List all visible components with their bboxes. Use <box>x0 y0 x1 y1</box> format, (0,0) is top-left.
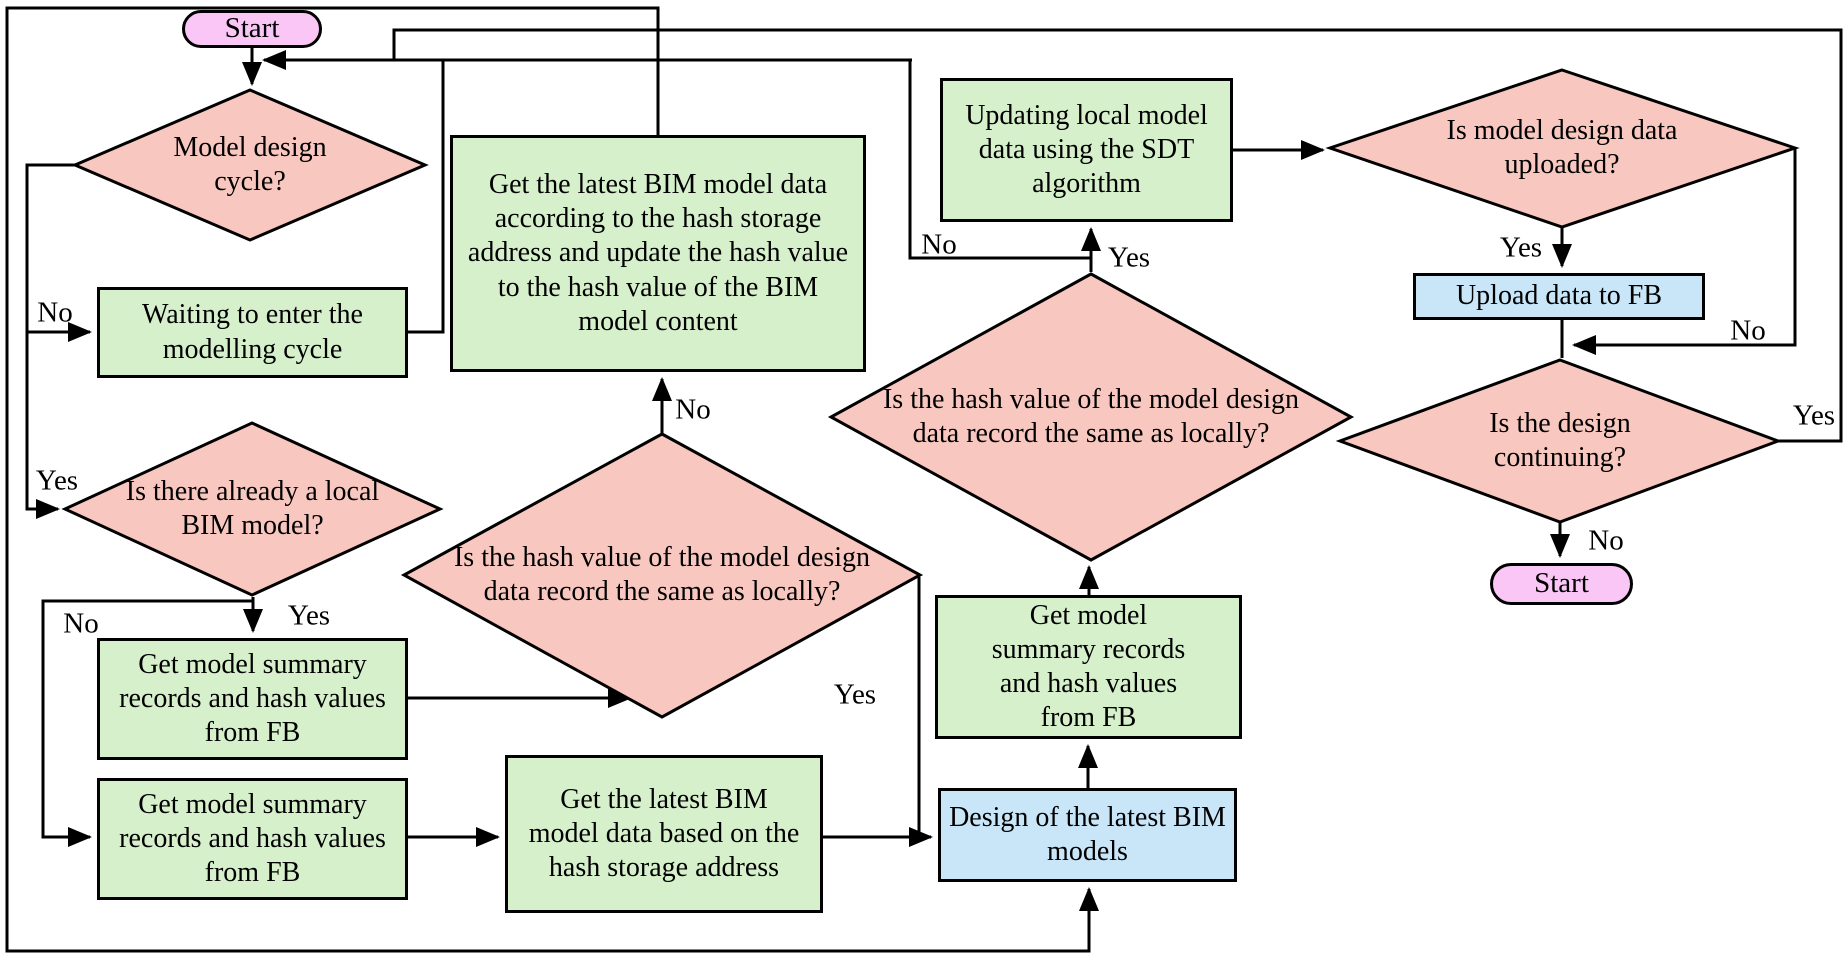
label-hashright-no: No <box>921 228 957 261</box>
label-hashright-yes: Yes <box>1107 241 1151 274</box>
terminal-start-bottom: Start <box>1490 563 1633 605</box>
process-get-latest-update-hash: Get the latest BIM model data according … <box>450 135 866 372</box>
label-uploaded-yes: Yes <box>1499 231 1543 264</box>
decision-model-design-cycle-label: Model design cycle? <box>173 131 327 197</box>
process-waiting: Waiting to enter the modelling cycle <box>97 287 408 378</box>
edge-cycle-exit <box>25 163 75 519</box>
decision-local-bim-shape <box>61 421 444 597</box>
process-get-summary-a: Get model summary records and hash value… <box>97 638 408 760</box>
label-continuing-yes: Yes <box>1792 399 1836 432</box>
decision-hash-same-left-label: Is the hash value of the model design da… <box>453 541 870 607</box>
process-get-summary-b: Get model summary records and hash value… <box>97 778 408 900</box>
decision-hash-same-right-shape <box>827 272 1355 562</box>
process-get-latest-based: Get the latest BIM model data based on t… <box>505 755 823 913</box>
label-local-no: No <box>63 607 99 640</box>
decision-data-uploaded-shape <box>1325 68 1800 229</box>
terminal-start-top: Start <box>182 10 322 48</box>
label-local-yes: Yes <box>287 599 331 632</box>
io-design-latest: Design of the latest BIM models <box>938 788 1237 882</box>
edge-local-no <box>41 599 253 847</box>
label-hashleft-yes: Yes <box>833 678 877 711</box>
label-hashleft-no: No <box>675 393 711 426</box>
decision-data-uploaded-label: Is model design data uploaded? <box>1446 114 1678 180</box>
decision-local-bim-label: Is there already a local BIM model? <box>125 475 380 541</box>
label-cycle-no: No <box>37 296 73 329</box>
process-get-summary-fb: Get model summary records and hash value… <box>935 595 1242 739</box>
edge-waiting-loopback <box>408 61 445 334</box>
decision-hash-same-left-shape <box>400 432 924 719</box>
label-cycle-yes: Yes <box>35 464 79 497</box>
decision-model-design-cycle-shape <box>71 88 429 242</box>
edge-uploaded-no <box>1572 148 1797 355</box>
process-sdt-update: Updating local model data using the SDT … <box>940 78 1233 222</box>
decision-design-continuing-label: Is the design continuing? <box>1489 407 1631 473</box>
decision-design-continuing-shape <box>1335 358 1783 524</box>
edge-continuing-yes-loop <box>392 28 1843 443</box>
io-upload-fb: Upload data to FB <box>1413 273 1705 320</box>
label-continuing-no: No <box>1588 524 1624 557</box>
decision-hash-same-right-label: Is the hash value of the model design da… <box>882 383 1299 449</box>
label-uploaded-no: No <box>1730 314 1766 347</box>
edge-hashright-no-loop <box>908 61 1091 260</box>
